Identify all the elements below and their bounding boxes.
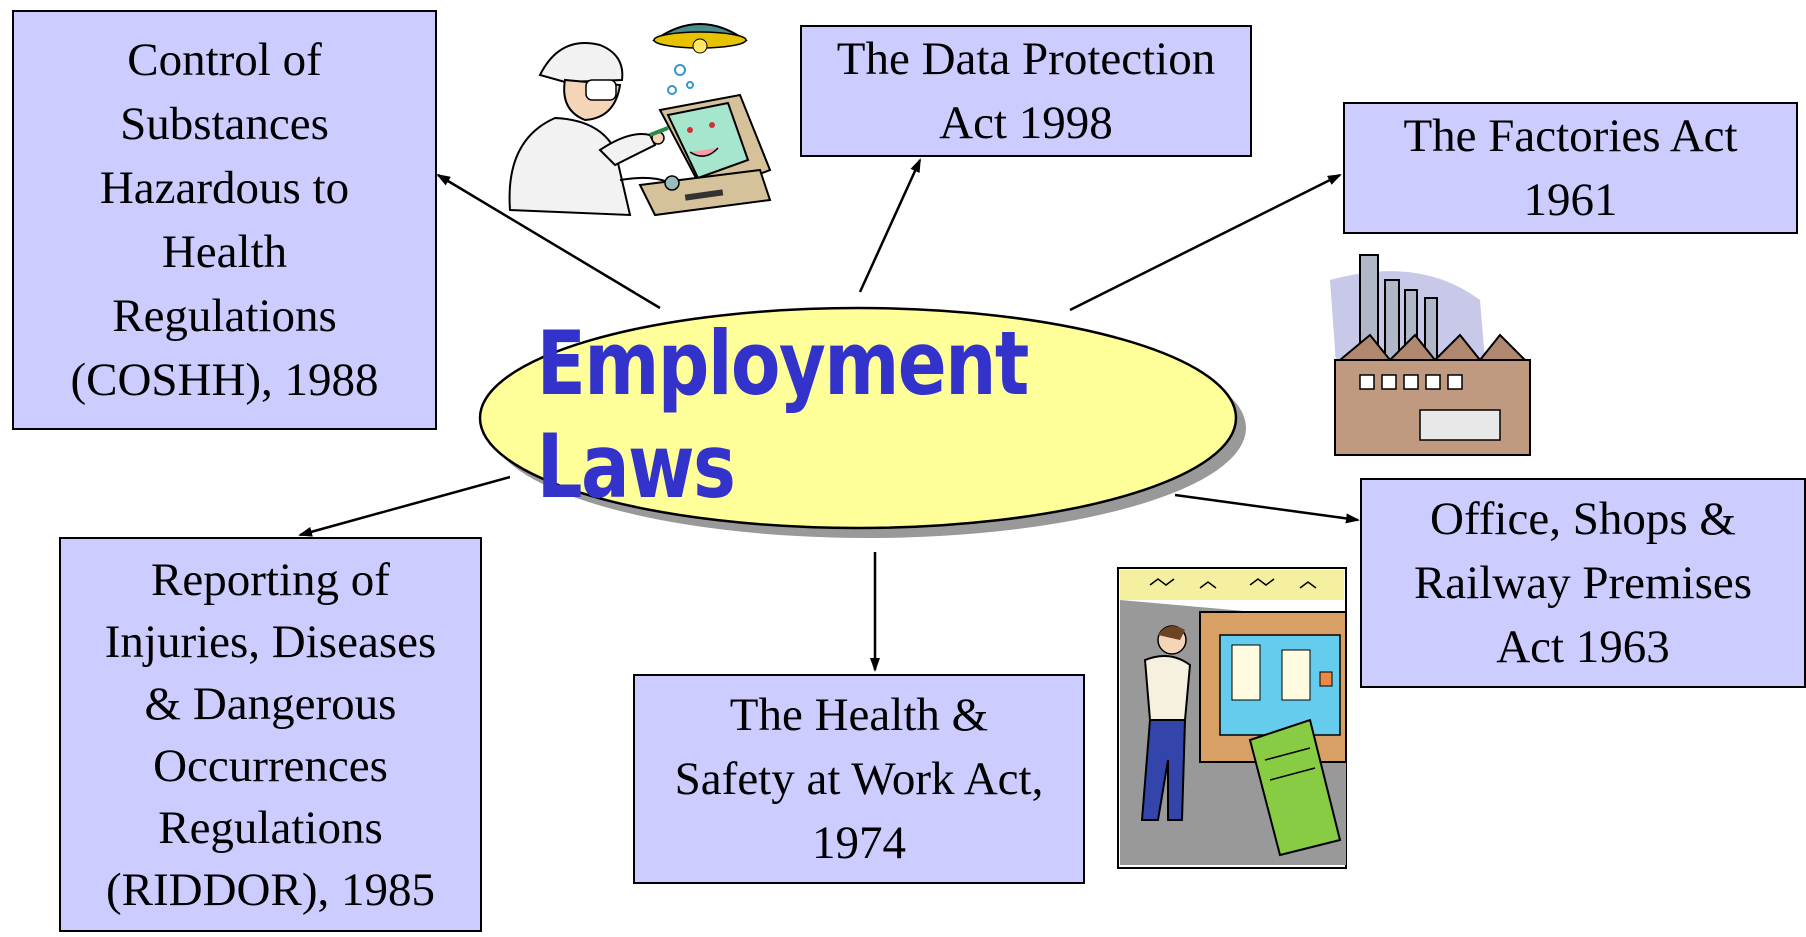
arrow-to-factories [1069, 173, 1342, 312]
hub-ellipse [478, 306, 1246, 538]
factories-box: The Factories Act 1961 [1343, 102, 1798, 234]
office-shops-label: Office, Shops & Railway Premises Act 196… [1413, 493, 1753, 673]
health-safety-box: The Health & Safety at Work Act, 1974 [633, 674, 1085, 884]
office-shops-box: Office, Shops & Railway Premises Act 196… [1360, 478, 1806, 688]
doctor-computer-clipart [508, 23, 772, 217]
data-protection-label: The Data Protection Act 1998 [836, 33, 1216, 149]
health-safety-label: The Health & Safety at Work Act, 1974 [674, 689, 1044, 869]
coshh-label: Control of Substances Hazardous to Healt… [70, 34, 379, 406]
connector-arrows [298, 158, 1360, 672]
arrow-to-riddor [298, 475, 511, 537]
factories-label: The Factories Act 1961 [1403, 110, 1738, 226]
arrow-to-coshh [436, 173, 661, 310]
title-fragment [660, 0, 800, 8]
factory-clipart [1330, 254, 1531, 456]
data-protection-box: The Data Protection Act 1998 [800, 25, 1252, 157]
riddor-box: Reporting of Injuries, Diseases & Danger… [59, 537, 482, 932]
hub-label: Employment Laws [536, 312, 1030, 518]
riddor-label: Reporting of Injuries, Diseases & Danger… [104, 553, 437, 916]
notice-board-clipart [1117, 567, 1347, 869]
arrow-to-data-protection [858, 158, 922, 293]
coshh-box: Control of Substances Hazardous to Healt… [12, 10, 437, 430]
arrow-to-office-shops [1174, 493, 1360, 524]
